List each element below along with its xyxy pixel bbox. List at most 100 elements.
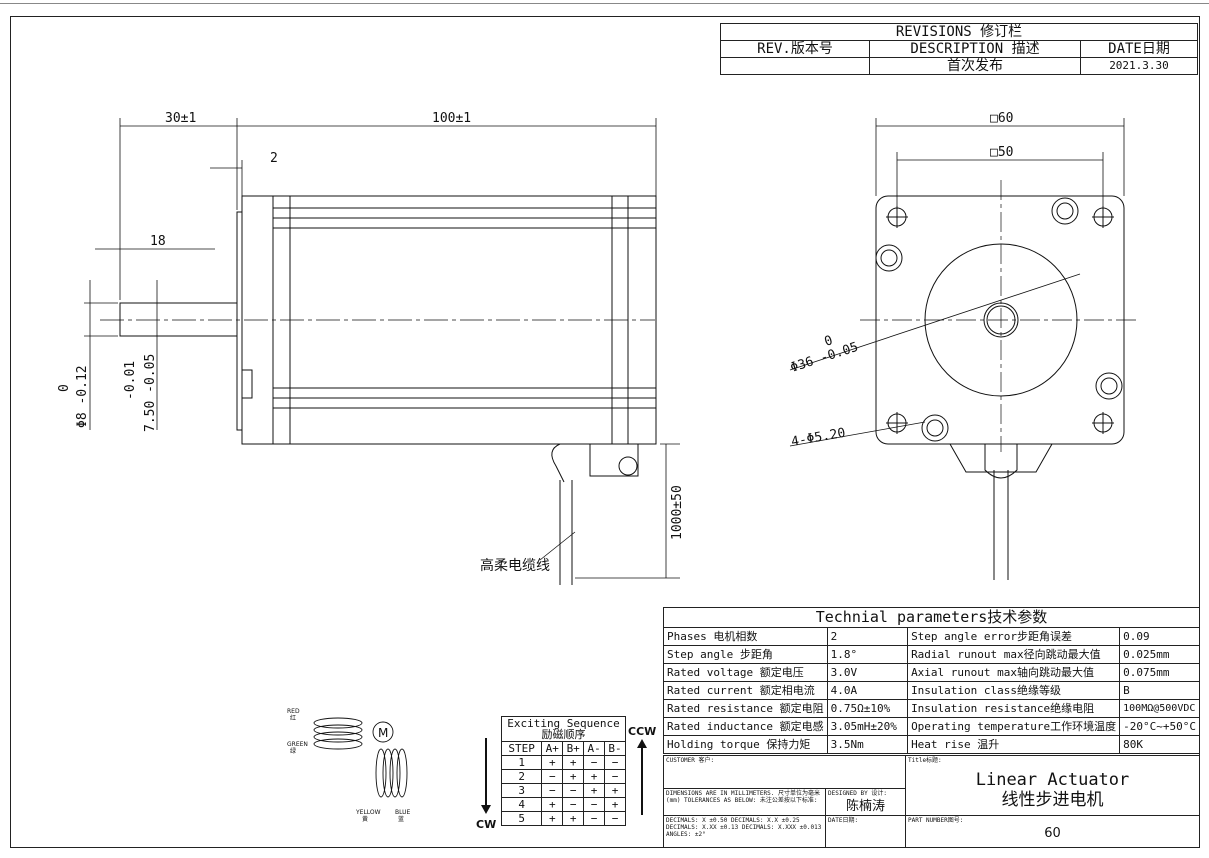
dim-body-length: 100±1 — [432, 111, 471, 126]
tech-cell: Radial runout max径向跳动最大值 — [907, 645, 1121, 664]
tech-cell: 0.075mm — [1119, 663, 1200, 682]
rev-col-desc: DESCRIPTION 描述 — [869, 40, 1081, 58]
designer-name: 陈楠涛 — [845, 799, 885, 814]
dim-shaft-dia: Φ8 -0.12 — [75, 365, 90, 428]
seq-row: 2−++− — [500, 769, 626, 784]
wiring-diagram: M RED 红 GREEN 绿 YELLOW 黄 BLUE 蓝 — [287, 708, 411, 823]
seq-cell: − — [562, 783, 585, 798]
title-label: Title标题: — [908, 757, 942, 764]
tech-cell: 0.09 — [1119, 627, 1200, 646]
seq-cell: + — [562, 755, 585, 770]
dim-shaft-length: 30±1 — [165, 111, 196, 126]
front-dimension-lines — [789, 118, 1125, 447]
seq-row: 5++−− — [500, 811, 626, 826]
seq-header: STEP — [500, 741, 543, 756]
tech-cell: 80K — [1119, 735, 1200, 754]
seq-cell: + — [541, 797, 564, 812]
seq-cell: − — [583, 755, 606, 770]
tech-cell: 3.0V — [826, 663, 909, 682]
wire-yellow: YELLOW — [355, 809, 381, 816]
wire-green-cn: 绿 — [290, 747, 296, 755]
title-en: Linear Actuator — [975, 770, 1130, 790]
dim-flange: 2 — [270, 151, 278, 166]
tech-cell: Rated current 额定相电流 — [663, 681, 828, 700]
dim-square-outer: □60 — [990, 111, 1013, 126]
seq-cell: − — [562, 797, 585, 812]
dim-flat-length: 18 — [150, 234, 166, 249]
tech-cell: Rated voltage 额定电压 — [663, 663, 828, 682]
tech-cell: Rated resistance 额定电阻 — [663, 699, 828, 718]
title-block: CUSTOMER 客户: DIMENSIONS ARE IN MILLIMETE… — [663, 755, 1200, 848]
part-number-label: PART NUMBER图号: — [908, 817, 964, 824]
sequence-title-cn: 励磁顺序 — [541, 728, 586, 741]
tech-cell: Insulation class绝缘等级 — [907, 681, 1121, 700]
seq-cell: 3 — [500, 783, 543, 798]
seq-cell: − — [541, 769, 564, 784]
designed-by-label: DESIGNED BY 设计: — [828, 790, 887, 797]
ccw-label: CCW — [628, 725, 656, 738]
rev-col-date: DATE日期 — [1080, 40, 1198, 58]
revisions-table: REVISIONS 修订栏 REV.版本号 DESCRIPTION 描述 DAT… — [720, 23, 1198, 75]
technical-title: Technial parameters技术参数 — [663, 607, 1200, 628]
tech-cell: Step angle error步距角误差 — [907, 627, 1121, 646]
seq-cell: 2 — [500, 769, 543, 784]
seq-header: B- — [604, 741, 626, 756]
shaft — [119, 302, 238, 337]
part-number: 60 — [1044, 826, 1061, 841]
tech-cell: 0.75Ω±10% — [826, 699, 909, 718]
seq-cell: 4 — [500, 797, 543, 812]
seq-cell: + — [583, 769, 606, 784]
seq-cell: + — [583, 783, 606, 798]
dim-shaft-dia-upper: 0 — [57, 384, 72, 392]
dim-pilot-upper: 0 — [823, 333, 835, 350]
wire-green: GREEN — [287, 741, 308, 748]
side-view — [100, 195, 657, 585]
motor-letter: M — [378, 726, 388, 740]
seq-cell: 5 — [500, 811, 543, 826]
flange-boss — [236, 211, 243, 431]
top-border-line — [0, 3, 1209, 4]
motor-symbol — [372, 721, 394, 743]
seq-cell: − — [604, 755, 626, 770]
cw-label: CW — [476, 818, 496, 831]
rev-col-rev: REV.版本号 — [720, 40, 870, 58]
side-dimension-lines — [84, 118, 680, 579]
tech-cell: 3.05mH±20% — [826, 717, 909, 736]
tech-cell: 100MΩ@500VDC — [1119, 699, 1200, 718]
motor-body-outline — [241, 195, 657, 445]
decimal-tolerances: DECIMALS: X ±0.50 DECIMALS: X.X ±0.25 DE… — [666, 817, 822, 838]
tech-cell: 4.0A — [826, 681, 909, 700]
tech-cell: Insulation resistance绝缘电阻 — [907, 699, 1121, 718]
seq-header: B+ — [562, 741, 585, 756]
tech-cell: Holding torque 保持力矩 — [663, 735, 828, 754]
seq-cell: + — [604, 797, 626, 812]
seq-cell: + — [604, 783, 626, 798]
tech-cell: 0.025mm — [1119, 645, 1200, 664]
tech-cell: Rated inductance 额定电感 — [663, 717, 828, 736]
drawing-frame — [10, 16, 1200, 848]
dim-square-inner: □50 — [990, 145, 1013, 160]
wire-yellow-cn: 黄 — [362, 815, 368, 823]
title-cell: Title标题: Linear Actuator 线性步进电机 — [905, 755, 1200, 816]
cable-label: 高柔电缆线 — [480, 557, 550, 574]
tech-cell: B — [1119, 681, 1200, 700]
revisions-title: REVISIONS 修订栏 — [720, 23, 1198, 41]
tech-cell: 1.8° — [826, 645, 909, 664]
front-view — [860, 180, 1140, 580]
customer-cell: CUSTOMER 客户: — [663, 755, 906, 789]
seq-cell: − — [541, 783, 564, 798]
part-number-cell: PART NUMBER图号: 60 — [905, 815, 1200, 848]
date-label: DATE日期: — [828, 817, 859, 824]
tech-cell: 3.5Nm — [826, 735, 909, 754]
seq-row: 3−−++ — [500, 783, 626, 798]
seq-cell: − — [583, 811, 606, 826]
seq-row: 1++−− — [500, 755, 626, 770]
seq-cell: − — [583, 797, 606, 812]
